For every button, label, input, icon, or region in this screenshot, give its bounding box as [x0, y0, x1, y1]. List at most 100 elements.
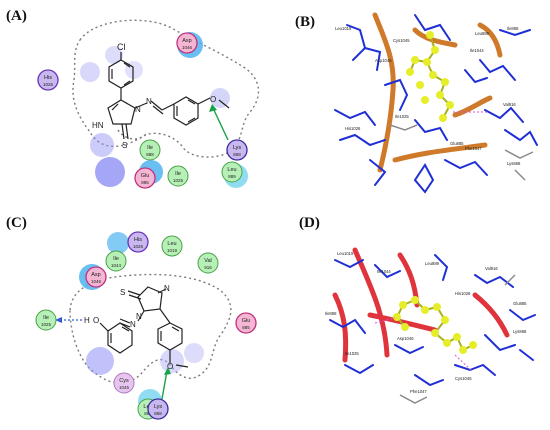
svg-text:1026: 1026 [133, 244, 144, 249]
svg-text:1046: 1046 [91, 279, 102, 284]
svg-text:1025: 1025 [173, 178, 184, 183]
svg-text:889: 889 [144, 411, 152, 416]
residue-glu-885: Glu 885 [235, 312, 257, 334]
panel-d-svg: Leu1019 Ile1044 Val916 Leu889 Ile888 Asp… [325, 247, 536, 404]
residue-cys-1045: Cys 1045 [113, 372, 135, 394]
hbond-arrowhead [55, 317, 62, 323]
svg-text:888: 888 [146, 152, 154, 157]
svg-text:His: His [134, 237, 142, 243]
residue-label: Cys1045 [393, 38, 410, 43]
svg-text:Ile: Ile [113, 256, 119, 262]
residue-his-1026: His 1026 [37, 69, 59, 91]
atom-n2: N [130, 320, 136, 329]
svg-text:Ile: Ile [175, 171, 181, 177]
ligand-ball-and-stick [406, 31, 454, 122]
residue-label: Glu885 [513, 301, 527, 306]
residue-label: Asp1046 [375, 58, 392, 63]
residue-asp-1046: Asp 1046 [85, 266, 107, 288]
protein-sidechain-sticks [334, 14, 538, 194]
protein-ribbon [372, 12, 503, 173]
svg-text:Glu: Glu [141, 173, 150, 179]
panel-c-svg: H O S N N N O His 1026 Leu 1019 [35, 231, 257, 420]
residue-his-1026: His 1026 [127, 231, 149, 253]
svg-text:868: 868 [154, 411, 162, 416]
residue-val-916: Val 916 [197, 252, 219, 274]
atom-s: S [122, 141, 127, 150]
panel-d-3d-binding-pose: (D) [275, 215, 550, 430]
svg-text:1019: 1019 [167, 248, 178, 253]
atom-n2: N [146, 97, 152, 106]
residue-label: Phe1047 [465, 146, 482, 151]
protein-backbone-sticks [399, 274, 516, 404]
residue-label: Ile888 [507, 26, 519, 31]
svg-text:Ile: Ile [147, 145, 153, 151]
svg-text:1026: 1026 [43, 82, 54, 87]
pocket-outline-inner [117, 129, 147, 140]
svg-text:868: 868 [233, 152, 241, 157]
svg-text:Glu: Glu [242, 318, 251, 324]
svg-text:889: 889 [228, 174, 236, 179]
svg-text:1046: 1046 [182, 45, 193, 50]
svg-text:Lys: Lys [233, 145, 242, 151]
svg-text:Lys: Lys [154, 404, 163, 410]
ligand-exposure-blob [95, 157, 125, 187]
residue-label: His1026 [455, 291, 471, 296]
ligand-exposure-blob [90, 133, 114, 157]
panel-a-label: (A) [6, 8, 27, 24]
hbond-arrowhead [209, 104, 217, 112]
panel-a-ligand-interaction-diagram: (A) [0, 0, 275, 215]
atom-n1: N [135, 105, 141, 114]
protein-backbone-sticks [389, 124, 534, 181]
residue-label: Ile888 [325, 311, 337, 316]
svg-text:1044: 1044 [111, 263, 122, 268]
ligand-exposure-blob [86, 347, 114, 375]
panel-c-label: (C) [6, 215, 27, 231]
residue-label: Ile1025 [345, 351, 359, 356]
ligand-exposure-blob [80, 62, 100, 82]
svg-text:916: 916 [204, 265, 212, 270]
residue-lys-868: Lys 868 [226, 139, 248, 161]
atom-n1: N [136, 312, 142, 321]
residue-label: Leu889 [425, 261, 440, 266]
atom-o2: O [167, 362, 173, 371]
svg-text:Leu: Leu [167, 241, 176, 247]
svg-text:Asp: Asp [182, 38, 191, 44]
atom-hn: HN [92, 121, 104, 130]
panel-b-label: (B) [295, 14, 315, 30]
residue-label: Asp1046 [397, 336, 414, 341]
panel-b-svg: Leu1019 Cys1045 Asp1046 Ile1044 Val916 L… [334, 12, 538, 194]
ligand-structure [107, 52, 230, 140]
svg-text:Cys: Cys [119, 378, 129, 384]
residue-leu-1019: Leu 1019 [161, 235, 183, 257]
ligand-exposure-blob [184, 343, 204, 363]
svg-text:His: His [44, 75, 52, 81]
solvent-halo [107, 232, 129, 254]
svg-text:Leu: Leu [227, 167, 236, 173]
ligand-exposure-blob [105, 46, 123, 64]
residue-label: Ile1025 [395, 114, 409, 119]
atom-o1: O [93, 316, 99, 325]
svg-text:Val: Val [204, 258, 212, 264]
hbond-arrow [161, 370, 168, 400]
atom-o: O [210, 95, 216, 104]
residue-ile-1044: Ile 1044 [105, 250, 127, 272]
atom-cl: Cl [117, 42, 126, 52]
svg-text:885: 885 [242, 325, 250, 330]
svg-text:1025: 1025 [41, 322, 52, 327]
residue-label: His1026 [345, 126, 361, 131]
panel-c-ligand-interaction-diagram: (C) [0, 215, 275, 430]
residue-label: Ile1044 [470, 48, 484, 53]
svg-text:Asp: Asp [91, 272, 100, 278]
atom-nh: N [164, 284, 170, 293]
residue-leu-889: Leu 889 [221, 161, 243, 183]
residue-label: Phe1047 [410, 389, 427, 394]
panel-a-svg: Cl HN S N N O Asp 1046 His 1026 Lys [37, 19, 260, 189]
residue-label: Lys868 [513, 329, 527, 334]
residue-label: Val916 [503, 102, 516, 107]
ligand-exposure-blob [160, 349, 184, 373]
residue-glu-885: Glu 885 [134, 167, 156, 189]
residue-ile-888: Ile 888 [139, 139, 161, 161]
svg-text:1045: 1045 [119, 385, 130, 390]
residue-label: Leu889 [475, 31, 490, 36]
